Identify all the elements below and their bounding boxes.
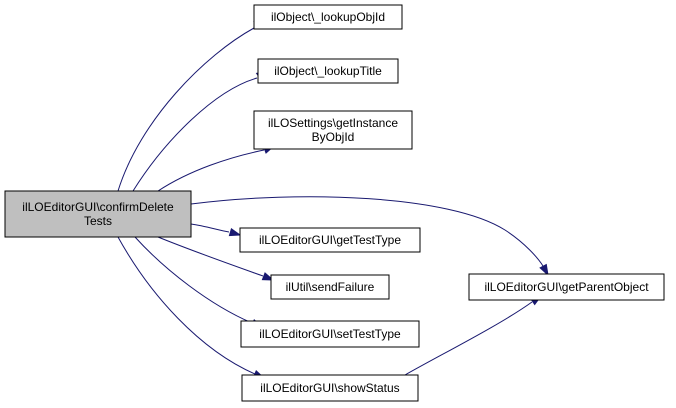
- arrowhead: [539, 263, 549, 277]
- node-label-line: ilLOEditorGUI\showStatus: [260, 381, 399, 395]
- node-label-line: ilLOEditorGUI\getTestType: [259, 233, 401, 247]
- node-box: [468, 273, 665, 301]
- node-setTestType[interactable]: ilLOEditorGUI\setTestType: [240, 320, 420, 348]
- edge-root-to-lookupTitle: [132, 70, 269, 192]
- edge-root-to-getTestType: [190, 223, 242, 237]
- node-box: [257, 58, 399, 84]
- edge-showStatus-to-getParentObject: [404, 295, 543, 376]
- node-showStatus[interactable]: ilLOEditorGUI\showStatus: [241, 374, 419, 402]
- node-getTestType[interactable]: ilLOEditorGUI\getTestType: [239, 227, 421, 253]
- node-lookupTitle[interactable]: ilObject\_lookupTitle: [257, 58, 399, 84]
- node-label-line: ByObjId: [312, 130, 355, 144]
- edge-line: [190, 223, 230, 233]
- node-label-line: ilObject\_lookupTitle: [274, 64, 382, 78]
- node-sendFailure[interactable]: ilUtil\sendFailure: [270, 274, 390, 300]
- edge-line: [190, 196, 544, 267]
- node-lookupObjId[interactable]: ilObject\_lookupObjId: [253, 4, 403, 30]
- node-label-line: ilUtil\sendFailure: [286, 280, 375, 294]
- node-label-line: ilLOEditorGUI\confirmDelete: [22, 200, 174, 214]
- node-box: [239, 227, 421, 253]
- edge-root-to-sendFailure: [157, 236, 275, 281]
- node-box: [240, 320, 420, 348]
- node-label-line: ilLOEditorGUI\getParentObject: [484, 280, 649, 294]
- node-box: [253, 4, 403, 30]
- edge-line: [404, 301, 533, 376]
- node-box: [270, 274, 390, 300]
- node-label-line: ilLOSettings\getInstance: [268, 116, 398, 130]
- arrowhead: [228, 227, 242, 237]
- edge-line: [157, 236, 264, 277]
- node-label-line: Tests: [84, 214, 112, 228]
- edge-root-to-lookupObjId: [117, 17, 266, 192]
- node-box: [241, 374, 419, 402]
- edge-line: [117, 27, 255, 192]
- edge-root-to-showStatus: [117, 236, 266, 379]
- node-label-line: ilObject\_lookupObjId: [271, 10, 385, 24]
- node-box: [4, 190, 192, 238]
- edge-line: [134, 236, 253, 324]
- arrowhead: [261, 272, 275, 281]
- edge-line: [117, 236, 256, 375]
- edge-line: [132, 77, 258, 192]
- node-getParentObject[interactable]: ilLOEditorGUI\getParentObject: [468, 273, 665, 301]
- node-box: [253, 110, 413, 150]
- edge-root-to-getParentObject: [190, 196, 549, 277]
- edge-root-to-getInstance: [157, 145, 276, 192]
- edge-line: [157, 149, 265, 192]
- node-label-line: ilLOEditorGUI\setTestType: [259, 327, 401, 341]
